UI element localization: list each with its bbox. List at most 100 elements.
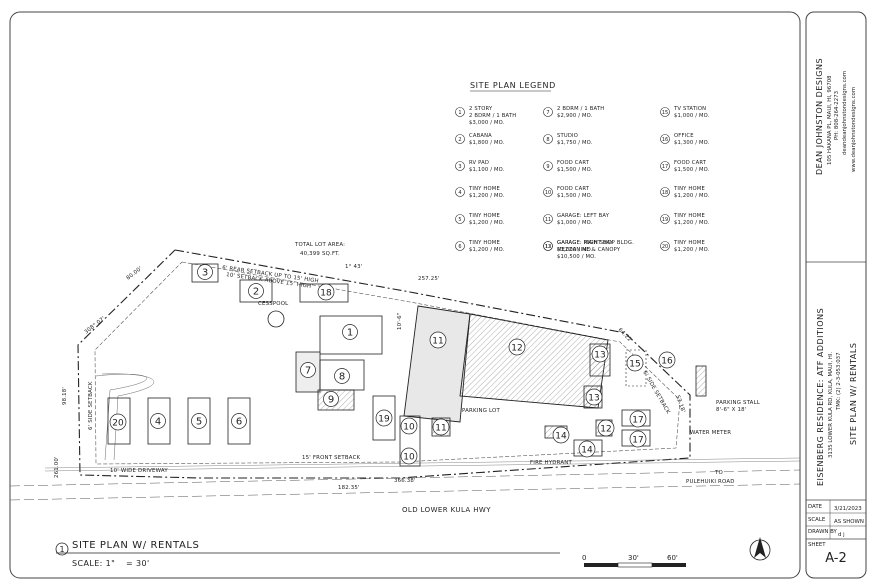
plan-bubble-8: 8 bbox=[334, 368, 350, 384]
legend-bubble bbox=[455, 134, 465, 144]
to-road-1: TO bbox=[714, 470, 723, 476]
legend-line: CABANA bbox=[469, 133, 492, 139]
plan-bubble-number: 1 bbox=[347, 328, 353, 339]
plan-bubble-number: 14 bbox=[555, 432, 567, 442]
plan-bubble-number: 14 bbox=[581, 446, 593, 456]
legend-number: 17 bbox=[662, 164, 668, 170]
plan-bubble-20: 20 bbox=[109, 413, 127, 431]
plan-bubble-number: 13 bbox=[594, 351, 605, 361]
building-tiny-home-20 bbox=[107, 397, 131, 445]
total-lot-area-value: 40,399 SQ.FT. bbox=[300, 251, 340, 257]
plan-bubble-circle bbox=[300, 362, 316, 378]
building-house-1 bbox=[319, 315, 383, 355]
setback-line bbox=[94, 261, 681, 465]
plan-bubble-circle bbox=[429, 331, 447, 349]
scale-block-value: AS SHOWN bbox=[834, 519, 864, 525]
view-number: 1 bbox=[59, 545, 64, 554]
legend-bubble bbox=[543, 241, 553, 251]
view-title: 1 SITE PLAN W/ RENTALS SCALE: 1" = 30' 0… bbox=[55, 540, 686, 568]
dim-east-length-2: 52.18' bbox=[674, 395, 686, 414]
plan-bubble-circle bbox=[629, 430, 647, 448]
legend-number: 16 bbox=[662, 137, 668, 143]
legend-number: 11 bbox=[545, 217, 551, 223]
plan-bubble-6: 6 bbox=[231, 413, 247, 429]
unit-15 bbox=[625, 349, 647, 387]
plan-bubble-number: 6 bbox=[236, 417, 242, 428]
legend-line: $2,900 / MO. bbox=[557, 113, 593, 119]
legend-bubble bbox=[660, 241, 670, 251]
building-tiny-home-19 bbox=[372, 395, 396, 441]
plan-bubble-circle bbox=[191, 413, 207, 429]
legend-line: TINY HOME bbox=[673, 240, 705, 246]
plan-bubble-number: 18 bbox=[320, 289, 332, 299]
legend-line: $3,000 / MO. bbox=[557, 247, 593, 253]
legend-bubble bbox=[543, 187, 553, 197]
legend-line: FOOD CART bbox=[557, 186, 590, 192]
legend-line: OFFICE bbox=[674, 133, 694, 139]
plan-bubble-circle bbox=[578, 440, 596, 458]
legend-line: $1,200 / MO. bbox=[674, 193, 710, 199]
project-name: EISENBERG RESIDENCE: ATF ADDITIONS bbox=[816, 308, 825, 486]
plan-bubble-circle bbox=[150, 413, 166, 429]
plan-bubble-number: 16 bbox=[661, 357, 673, 367]
legend-bubble bbox=[660, 107, 670, 117]
legend-line: $1,000 / MO. bbox=[674, 113, 710, 119]
legend-number: 5 bbox=[458, 217, 461, 223]
road-name: OLD LOWER KULA HWY bbox=[402, 506, 491, 514]
legend-number: 6 bbox=[458, 244, 461, 250]
building-tiny-home-5 bbox=[187, 397, 211, 445]
legend-bubble bbox=[660, 161, 670, 171]
scale-value: = 30' bbox=[126, 559, 150, 568]
legend-number: 4 bbox=[458, 190, 461, 196]
legend-number: 9 bbox=[546, 164, 549, 170]
plan-bubble-circle bbox=[508, 338, 526, 356]
building-tiny-home-4 bbox=[147, 397, 171, 445]
fire-hydrant-label: FIRE HYDRANT bbox=[530, 460, 572, 466]
plan-bubble-14: 14 bbox=[578, 440, 596, 458]
title-block: DEAN JOHNSTON DESIGNS 105 HAKANA PL, MAU… bbox=[805, 11, 867, 579]
scale-tick-60: 60' bbox=[667, 554, 678, 562]
plan-bubble-10: 10 bbox=[400, 447, 418, 465]
dim-top-length: 257.25' bbox=[418, 276, 440, 282]
plan-bubble-circle bbox=[231, 413, 247, 429]
legend-line: $1,750 / MO. bbox=[557, 140, 593, 146]
drawn-value: d j bbox=[838, 532, 845, 538]
plan-bubble-circle bbox=[248, 283, 264, 299]
date-value: 3/21/2023 bbox=[834, 506, 862, 512]
plan-bubble-circle bbox=[597, 419, 615, 437]
legend-number: 19 bbox=[662, 217, 668, 223]
project-tmk: TMK: (2) 2-3-053:037 bbox=[836, 352, 842, 411]
plan-bubble-circle bbox=[658, 351, 676, 369]
legend-line: $1,200 / MO. bbox=[469, 247, 505, 253]
plan-bubble-18: 18 bbox=[317, 283, 335, 301]
legend-number: 20 bbox=[662, 244, 668, 250]
parking-lot-label: PARKING LOT bbox=[462, 408, 500, 414]
legend-bubble bbox=[543, 161, 553, 171]
plan-bubble-12: 12 bbox=[597, 419, 615, 437]
drawing-border bbox=[9, 11, 801, 579]
project-address: 3135 LOWER KULA RD, KULA, MAUI, HI. bbox=[828, 352, 834, 458]
plan-bubble-12: 12 bbox=[508, 338, 526, 356]
plan-bubble-number: 4 bbox=[155, 417, 161, 428]
firm-phone: PH: 808-264-2273 bbox=[834, 91, 840, 140]
scale-block-label: SCALE bbox=[808, 517, 826, 523]
building-rv-pad-3 bbox=[191, 263, 219, 283]
legend-title: SITE PLAN LEGEND bbox=[470, 81, 556, 90]
legend-line: TINY HOME bbox=[673, 213, 705, 219]
plan-bubble-number: 12 bbox=[600, 425, 611, 435]
plan-bubble-number: 12 bbox=[511, 344, 522, 354]
plan-bubble-17: 17 bbox=[629, 430, 647, 448]
legend-bubble bbox=[455, 161, 465, 171]
plan-bubble-circle bbox=[317, 283, 335, 301]
plan-bubble-15: 15 bbox=[626, 354, 644, 372]
building-cabana-2 bbox=[239, 279, 273, 303]
legend-number: 8 bbox=[546, 137, 549, 143]
plan-bubble-13: 13 bbox=[591, 345, 609, 363]
legend-bubble bbox=[543, 134, 553, 144]
legend-bubble bbox=[455, 107, 465, 117]
